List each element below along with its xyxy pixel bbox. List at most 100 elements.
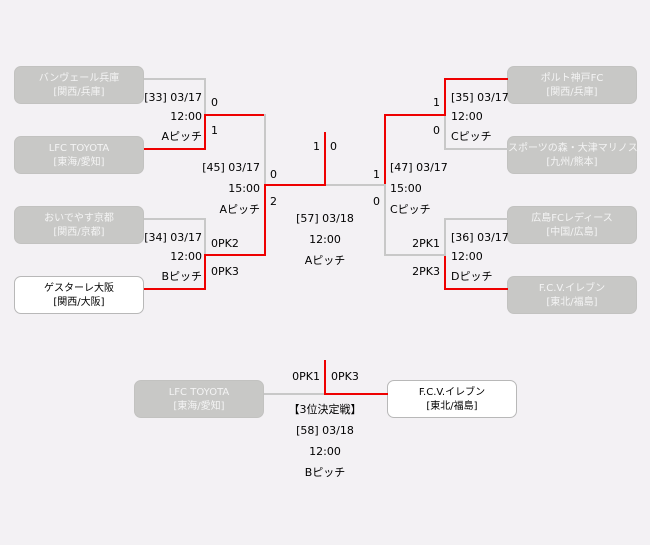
bracket-line-winner [444,288,508,290]
match-time: 12:00 [309,445,341,458]
match-pitch: Aピッチ [219,203,260,216]
team-box-banvert-hyogo[interactable]: バンヴェール兵庫 [関西/兵庫] [14,66,144,104]
bracket-line-loser [204,218,206,255]
bracket-line-winner [384,114,446,116]
match-time: 15:00 [228,182,260,195]
score-left: 1 [313,140,320,153]
team-name: ゲスターレ大阪 [44,283,114,294]
bracket-line-winner [324,132,326,186]
match-id-date: [45] 03/17 [202,161,260,174]
bracket-line-loser [144,218,206,220]
bracket-line-loser [326,184,386,186]
score-top: 1 [433,96,440,109]
team-box-oideyasu-kyoto[interactable]: おいでやす京都 [関西/京都] [14,206,144,244]
bracket-line-winner [144,288,206,290]
bracket-line-loser [144,78,206,80]
bracket-line-winner [444,78,446,115]
bracket-line-loser [444,114,446,150]
bracket-line-loser [264,114,266,185]
team-name: F.C.V.イレブン [418,387,486,398]
score-right: 0 [330,140,337,153]
bracket-line-winner [204,254,266,256]
bracket-line-winner [204,114,266,116]
team-region: [東北/福島] [546,297,598,308]
team-region: [関西/兵庫] [546,87,598,98]
match-id-date: [34] 03/17 [144,231,202,244]
team-name: バンヴェール兵庫 [38,73,120,84]
match-pitch: Aピッチ [304,254,346,267]
match-id-date: [57] 03/18 [296,212,354,225]
team-box-porto-kobe[interactable]: ポルト神戸FC [関西/兵庫] [507,66,637,104]
team-region: [東海/愛知] [53,157,105,168]
team-box-hiroshima-fc-ladies[interactable]: 広島FCレディース [中国/広島] [507,206,637,244]
score-right: 0PK3 [331,370,359,383]
team-name: 広島FCレディース [531,213,613,224]
match-id-date: [35] 03/17 [451,91,509,104]
team-region: [関西/大阪] [53,297,105,308]
team-region: [関西/兵庫] [53,87,105,98]
match-pitch: Aピッチ [161,130,202,143]
team-name: LFC TOYOTA [48,143,110,154]
score-left: 0PK1 [292,370,320,383]
score-top: 2PK1 [412,237,440,250]
match-pitch: Bピッチ [304,466,346,479]
match-pitch: Cピッチ [390,203,431,216]
match-time: 12:00 [451,110,483,123]
match-time: 12:00 [170,110,202,123]
score-bottom: 0 [433,124,440,137]
bracket-line-winner [444,254,446,290]
team-region: [九州/熊本] [546,157,598,168]
bracket-line-loser [204,78,206,115]
bracket-line-winner [324,393,388,395]
team-region: [東北/福島] [426,401,478,412]
bracket-line-loser [444,148,508,150]
team-box-third-lfc-toyota[interactable]: LFC TOYOTA [東海/愛知] [134,380,264,418]
bracket-line-winner [444,78,508,80]
match-id-date: [36] 03/17 [451,231,509,244]
score-bottom: 0 [373,195,380,208]
match-id-date: [33] 03/17 [144,91,202,104]
match-id-date: [47] 03/17 [390,161,448,174]
bracket-line-winner [264,184,266,256]
team-box-lfc-toyota[interactable]: LFC TOYOTA [東海/愛知] [14,136,144,174]
team-name: F.C.V.イレブン [538,283,606,294]
team-name: ポルト神戸FC [540,73,604,84]
bracket-line-winner [144,148,206,150]
match-id-date: [58] 03/18 [296,424,354,437]
score-top: 1 [373,168,380,181]
bracket-line-winner [324,360,326,395]
team-name: LFC TOYOTA [168,387,230,398]
match-time: 12:00 [451,250,483,263]
match-pitch: Bピッチ [161,270,202,283]
team-name: おいでやす京都 [44,213,114,224]
score-top: 0PK2 [211,237,239,250]
team-box-fcv-eleven[interactable]: F.C.V.イレブン [東北/福島] [507,276,637,314]
score-bottom: 1 [211,124,218,137]
team-box-third-fcv-eleven[interactable]: F.C.V.イレブン [東北/福島] [387,380,517,418]
team-region: [関西/京都] [53,227,105,238]
match-time: 15:00 [390,182,422,195]
match-pitch: Cピッチ [451,130,492,143]
score-bottom: 2 [270,195,277,208]
bracket-line-loser [384,184,386,256]
third-place-label: 【3位決定戦】 [288,403,362,416]
team-box-sports-mori-otsu[interactable]: スポーツの森・大津マリノス [九州/熊本] [507,136,638,174]
score-top: 0 [211,96,218,109]
score-top: 0 [270,168,277,181]
bracket-line-winner [204,254,206,290]
match-time: 12:00 [309,233,341,246]
bracket-line-loser [444,218,446,255]
score-bottom: 2PK3 [412,265,440,278]
bracket-line-winner [384,114,386,185]
team-region: [中国/広島] [546,227,598,238]
bracket-line-loser [384,254,446,256]
match-time: 12:00 [170,250,202,263]
bracket-line-winner [204,114,206,150]
bracket-line-winner [264,184,326,186]
team-name: スポーツの森・大津マリノス [508,143,638,154]
match-pitch: Dピッチ [451,270,493,283]
bracket-line-loser [444,218,508,220]
team-region: [東海/愛知] [173,401,225,412]
team-box-gustare-osaka[interactable]: ゲスターレ大阪 [関西/大阪] [14,276,144,314]
score-bottom: 0PK3 [211,265,239,278]
